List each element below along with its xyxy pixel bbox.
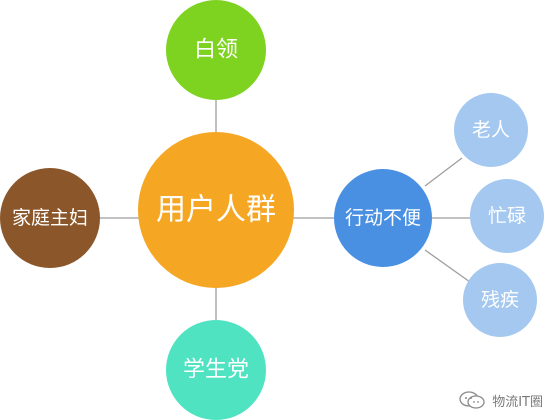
node-bottom-label: 学生党	[183, 358, 249, 383]
node-center: 用户人群	[138, 132, 294, 288]
node-disabled-label: 残疾	[481, 289, 519, 311]
link-right-disabled	[424, 249, 471, 283]
watermark-text: 物流IT圈	[492, 394, 543, 410]
node-top-circle	[166, 0, 266, 100]
node-elderly: 老人	[454, 93, 528, 167]
node-bottom-circle	[166, 320, 266, 420]
wechat-icon	[459, 391, 485, 409]
node-right-label: 行动不便	[345, 207, 421, 229]
node-left-circle	[0, 168, 100, 268]
node-top-label: 白领	[194, 38, 238, 63]
node-busy: 忙碌	[470, 179, 544, 253]
links	[100, 100, 471, 320]
node-center-circle	[138, 132, 294, 288]
node-disabled: 残疾	[463, 263, 537, 337]
node-elderly-circle	[454, 93, 528, 167]
node-bottom: 学生党	[166, 320, 266, 420]
node-busy-label: 忙碌	[488, 205, 526, 227]
node-left: 家庭主妇	[0, 168, 100, 268]
node-top: 白领	[166, 0, 266, 100]
node-busy-circle	[470, 179, 544, 253]
watermark: 物流IT圈	[458, 390, 543, 410]
node-left-label: 家庭主妇	[12, 207, 88, 229]
node-center-label: 用户人群	[156, 193, 276, 228]
node-elderly-label: 老人	[472, 119, 510, 141]
node-right: 行动不便	[334, 169, 432, 267]
node-right-circle	[334, 169, 432, 267]
link-right-elderly	[424, 157, 463, 187]
node-disabled-circle	[463, 263, 537, 337]
